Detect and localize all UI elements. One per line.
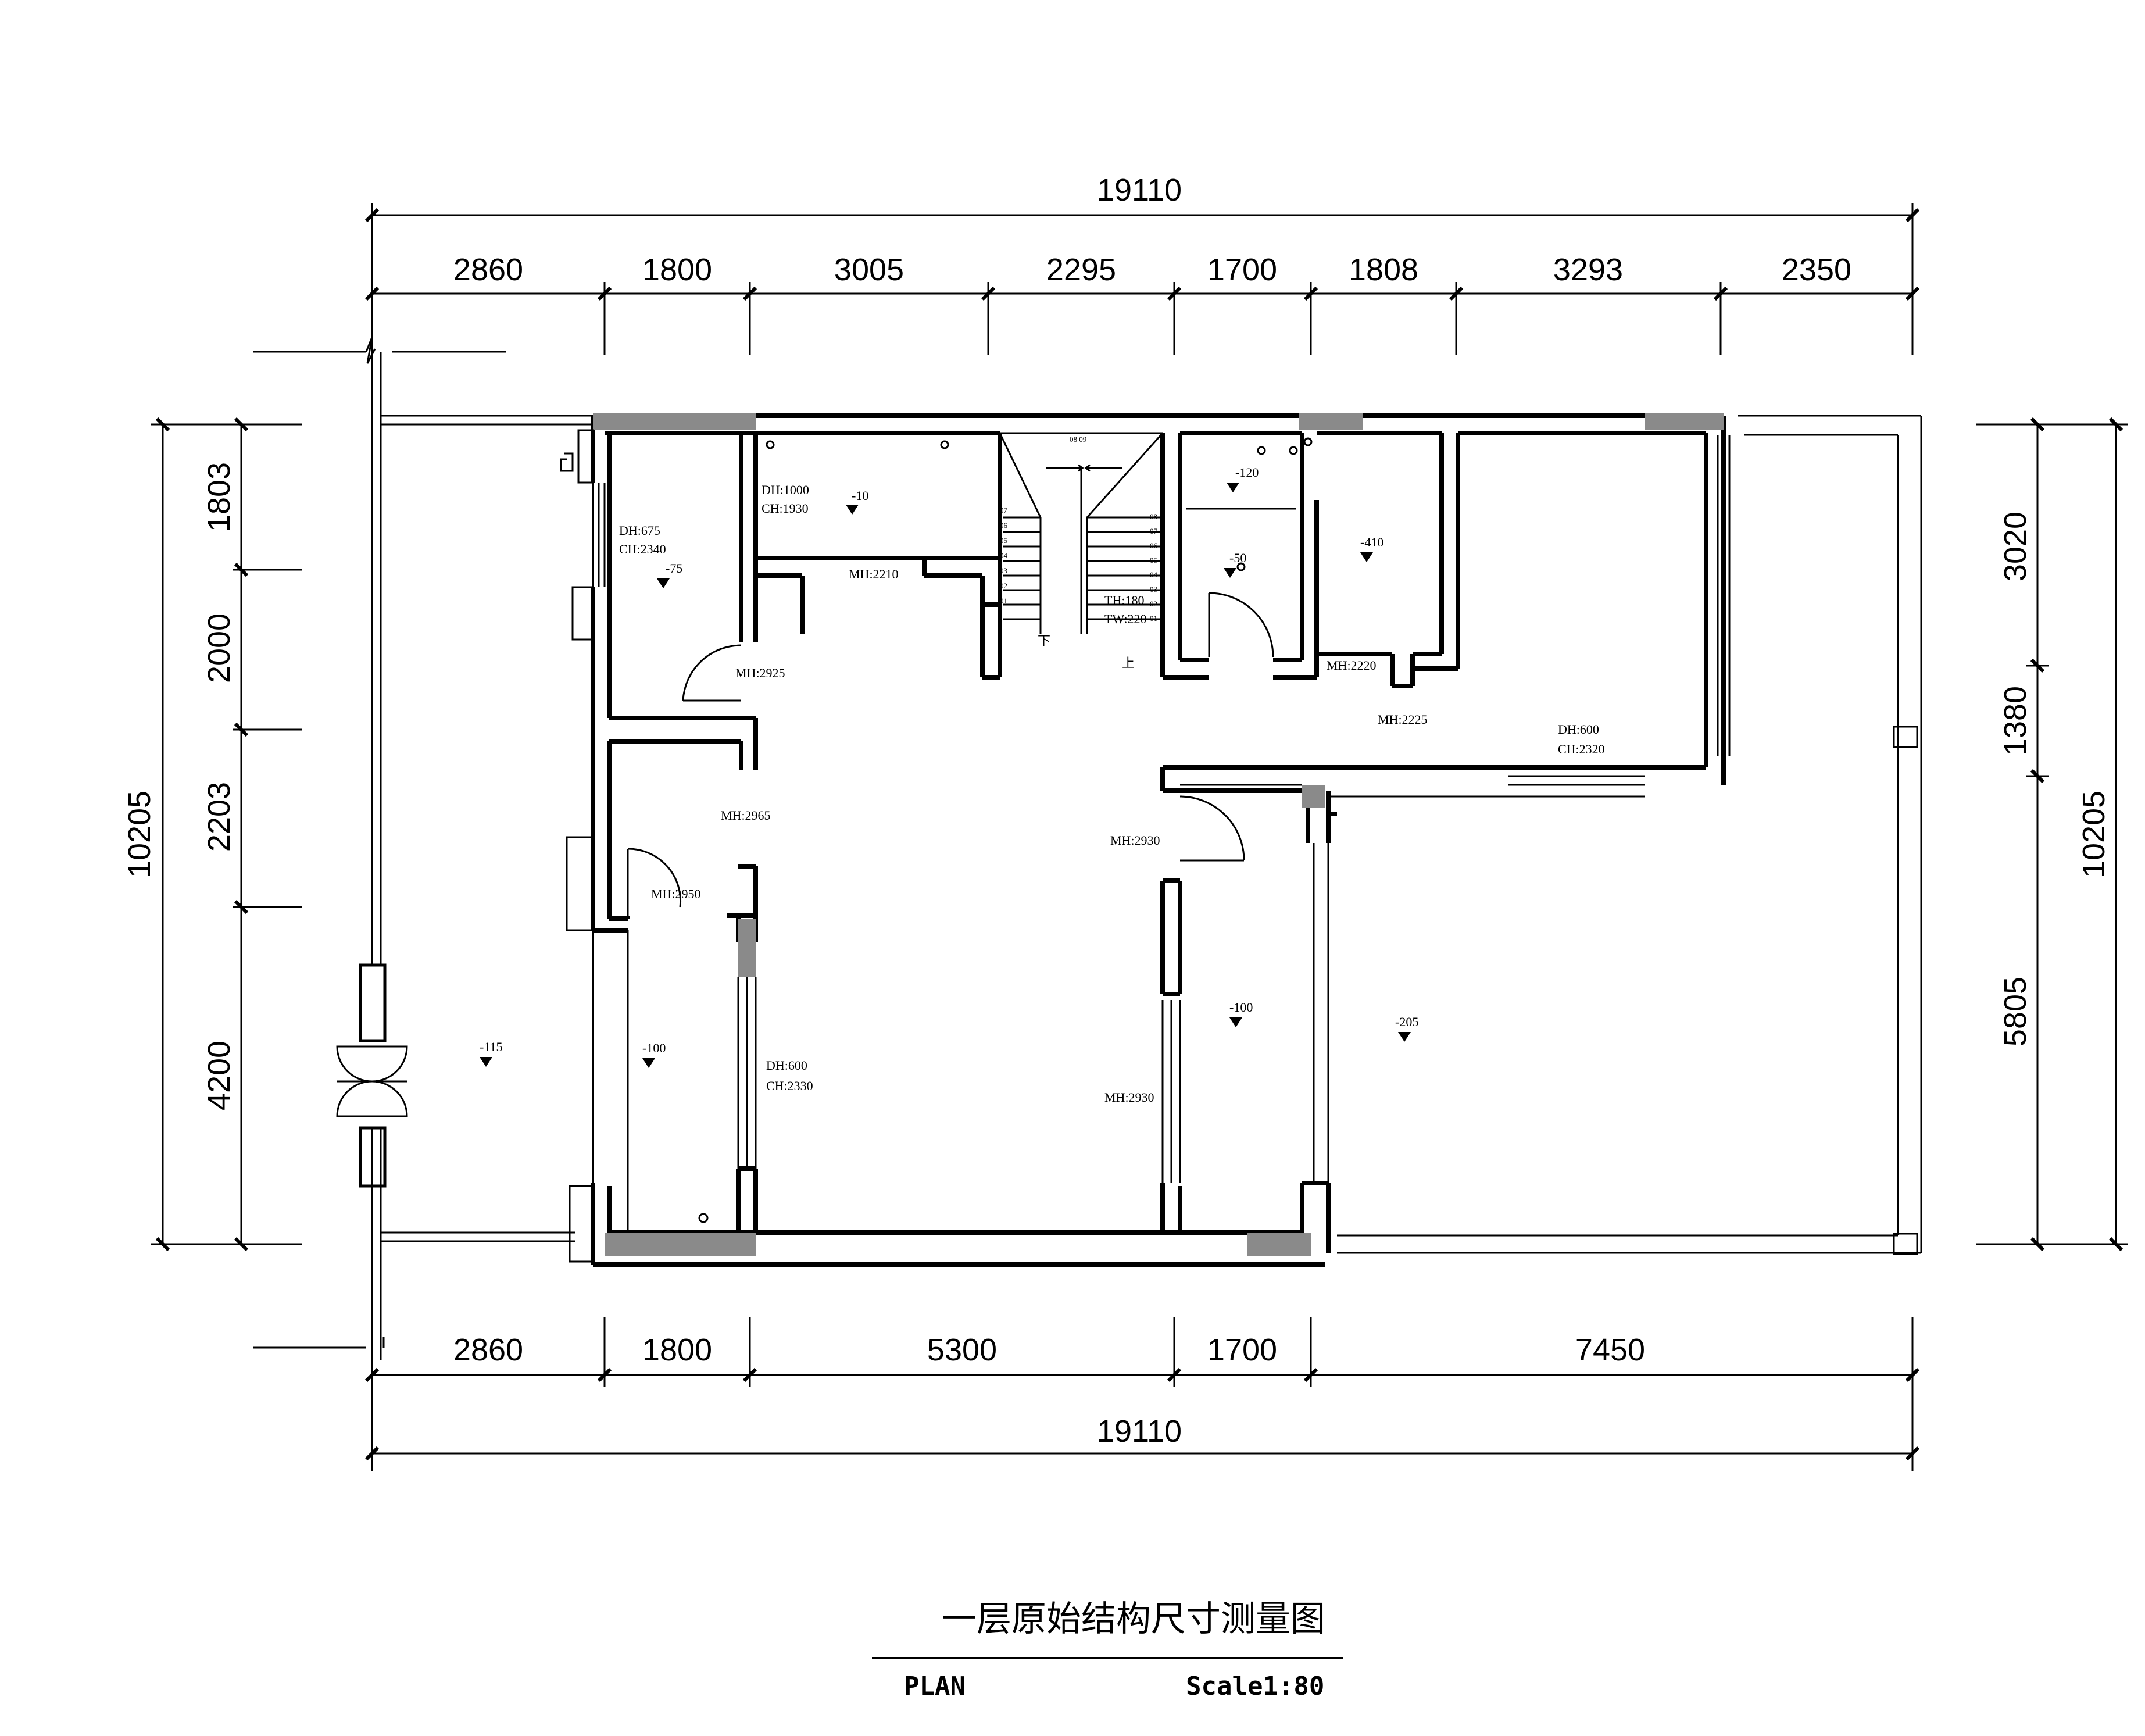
- fixtures: [560, 437, 1313, 1223]
- level-marker-right-small: -410: [1360, 535, 1383, 549]
- stair-treads-right: [1087, 516, 1160, 620]
- top-dim-5: 1700: [1207, 252, 1277, 287]
- right-dim-3: 5805: [1998, 977, 2033, 1046]
- level-marker-lower-left: -100: [642, 1041, 666, 1055]
- level-marker-terrace: -205: [1395, 1015, 1418, 1029]
- dh-1000-label: DH:1000: [762, 483, 809, 497]
- stair-step-r8: 01: [1150, 614, 1157, 623]
- top-dim-8: 2350: [1782, 252, 1851, 287]
- stair-step-r3: 06: [1150, 541, 1158, 550]
- stair-up-label: 上: [1122, 656, 1135, 670]
- stair-step-l1: 07: [1000, 506, 1008, 515]
- bottom-dimension-lines: [364, 1317, 1920, 1471]
- ch-2340-label: CH:2340: [619, 542, 666, 556]
- stair-down-label: 下: [1038, 634, 1050, 648]
- stair-step-r5: 04: [1150, 570, 1158, 579]
- left-courtyard-fence: [253, 337, 593, 1360]
- door-swings: [627, 508, 1296, 919]
- structural-columns: [593, 413, 1724, 1256]
- mh-2930-label-lower: MH:2930: [1104, 1090, 1154, 1105]
- bottom-dim-4: 1700: [1207, 1333, 1277, 1367]
- bottom-overall-dimension: 19110: [1097, 1414, 1182, 1449]
- level-marker-bath-bottom: -50: [1229, 551, 1246, 565]
- stair-step-r6: 03: [1150, 585, 1157, 594]
- top-dim-7: 3293: [1553, 252, 1623, 287]
- stair-th-label: TH:180: [1104, 593, 1144, 608]
- left-dim-3: 2203: [202, 782, 237, 852]
- level-markers: -10 -75 -120 -50 -410 -115 -100 -100 -20…: [480, 465, 1418, 1068]
- bottom-dim-1: 2860: [453, 1333, 523, 1367]
- top-dim-2: 1800: [642, 252, 712, 287]
- level-marker-kitchen: -10: [852, 488, 868, 503]
- ch-2320-label: CH:2320: [1558, 742, 1605, 756]
- stair-step-r7: 02: [1150, 599, 1157, 608]
- left-overall-dimension: 10205: [122, 791, 157, 878]
- title-block: 一层原始结构尺寸测量图 PLAN Scale1:80: [872, 1599, 1343, 1701]
- stair-treads-left: [1003, 516, 1041, 620]
- left-dim-4: 4200: [202, 1041, 237, 1110]
- mh-2225-label: MH:2225: [1378, 712, 1428, 727]
- ch-1930-label: CH:1930: [762, 501, 809, 516]
- top-dim-6: 1808: [1349, 252, 1418, 287]
- level-marker-bath-top: -120: [1235, 465, 1259, 480]
- bottom-dim-5: 7450: [1575, 1333, 1645, 1367]
- staircase: 08 09 07 06 05 04 03 02 01 08 07 06 05 0…: [999, 432, 1164, 670]
- left-dimension-lines: [151, 417, 302, 1252]
- bottom-dim-3: 5300: [927, 1333, 997, 1367]
- top-dim-4: 2295: [1046, 252, 1116, 287]
- stair-step-l7: 01: [1000, 596, 1007, 605]
- right-dim-2: 1380: [1998, 686, 2033, 756]
- room-annotations: DH:1000 CH:1930 DH:675 CH:2340 MH:2210 M…: [619, 483, 1605, 1105]
- left-dim-1: 1803: [202, 462, 237, 532]
- level-marker-courtyard: -115: [480, 1040, 503, 1054]
- stair-step-l6: 02: [1000, 581, 1007, 590]
- top-dimension-lines: [364, 203, 1920, 355]
- right-dim-1: 3020: [1998, 512, 2033, 581]
- level-marker-lower-mid: -100: [1229, 1000, 1253, 1015]
- stair-step-r2: 07: [1150, 527, 1158, 535]
- dh-600-label-right: DH:600: [1558, 722, 1599, 737]
- top-dim-3: 3005: [834, 252, 904, 287]
- right-dimension-lines: [1976, 417, 2128, 1252]
- dh-600-label-left: DH:600: [766, 1058, 807, 1073]
- mh-2950-label: MH:2950: [651, 887, 701, 901]
- right-terrace-outline: [1337, 415, 1922, 1255]
- stair-step-l5: 03: [1000, 566, 1007, 575]
- stair-step-l3: 05: [1000, 536, 1007, 545]
- stair-tw-label: TW:220: [1104, 612, 1147, 626]
- stair-top-label: 08 09: [1070, 435, 1086, 444]
- mh-2210-label: MH:2210: [849, 567, 899, 581]
- mh-2930-label-upper: MH:2930: [1110, 833, 1160, 848]
- stair-step-l2: 06: [1000, 521, 1008, 530]
- mh-2220-label: MH:2220: [1327, 658, 1377, 673]
- drawing-title: 一层原始结构尺寸测量图: [942, 1599, 1325, 1639]
- top-dim-1: 2860: [453, 252, 523, 287]
- bottom-dim-2: 1800: [642, 1333, 712, 1367]
- dh-675-label: DH:675: [619, 523, 660, 538]
- top-overall-dimension: 19110: [1097, 173, 1182, 208]
- level-marker-left-room: -75: [666, 561, 682, 576]
- windows: [566, 429, 1645, 1263]
- mh-2925-label: MH:2925: [735, 666, 785, 680]
- stair-step-l4: 04: [1000, 551, 1008, 560]
- mh-2965-label: MH:2965: [721, 808, 771, 823]
- scale-label: Scale1:80: [1186, 1671, 1324, 1701]
- plan-label: PLAN: [904, 1671, 966, 1701]
- right-overall-dimension: 10205: [2076, 791, 2111, 878]
- left-dim-2: 2000: [202, 613, 237, 683]
- stair-step-r4: 05: [1150, 556, 1157, 565]
- stair-step-r1: 08: [1150, 512, 1157, 521]
- ch-2330-label: CH:2330: [766, 1078, 813, 1093]
